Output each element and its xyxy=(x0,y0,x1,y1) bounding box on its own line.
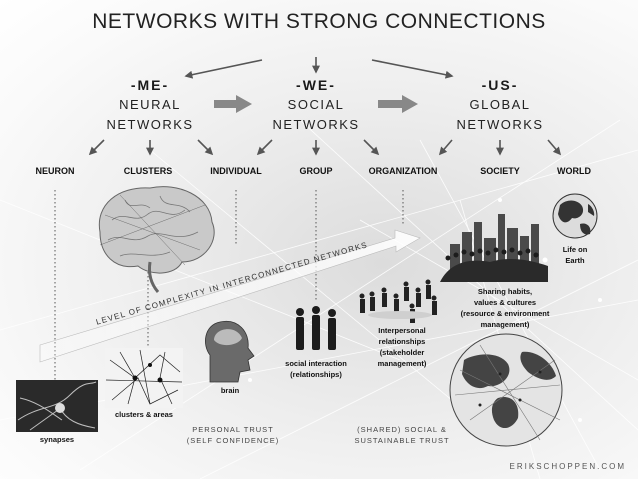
caption-brain: brain xyxy=(220,386,240,395)
caption-synapses: synapses xyxy=(39,435,75,444)
group-social-line2: NETWORKS xyxy=(272,117,360,132)
brain-icon xyxy=(98,186,215,293)
caption-sharing-2: values & cultures xyxy=(473,298,537,307)
background-network-lines xyxy=(0,119,638,479)
group-neural-head: -ME- xyxy=(130,77,170,93)
world-globe-icon xyxy=(552,193,598,239)
group-neural-line2: NETWORKS xyxy=(106,117,194,132)
group-social-head: -WE- xyxy=(296,77,336,93)
caption-sharing-4: management) xyxy=(480,320,530,329)
level-individual: INDIVIDUAL xyxy=(210,166,262,176)
top-arrows xyxy=(184,57,454,79)
caption-clusters-areas: clusters & areas xyxy=(115,410,173,419)
level-arrows xyxy=(88,139,562,156)
group-social-line1: SOCIAL xyxy=(287,97,345,112)
arrow-to-global xyxy=(371,59,454,79)
caption-social-2: (relationships) xyxy=(290,370,342,379)
trust-shared-1: (SHARED) SOCIAL & xyxy=(357,425,447,434)
head-profile-icon xyxy=(205,320,255,383)
globe-icon xyxy=(449,333,563,447)
organization-people-icon xyxy=(359,279,437,323)
page-title: NETWORKS WITH STRONG CONNECTIONS xyxy=(92,10,546,33)
caption-interpersonal-2: relationships xyxy=(378,337,426,346)
level-clusters: CLUSTERS xyxy=(123,166,173,176)
group-global-line1: GLOBAL xyxy=(469,97,531,112)
background-network-nodes xyxy=(248,198,602,422)
people-group-icon xyxy=(296,306,336,350)
level-group: GROUP xyxy=(299,166,333,176)
caption-interpersonal-1: Interpersonal xyxy=(378,326,426,335)
level-neuron: NEURON xyxy=(35,166,75,176)
level-society: SOCIETY xyxy=(480,166,520,176)
complexity-ribbon xyxy=(39,229,421,363)
arrow-to-neural xyxy=(184,59,263,79)
caption-social-1: social interaction xyxy=(285,359,347,368)
trust-personal-1: PERSONAL TRUST xyxy=(192,425,274,434)
arrow-social-to-global xyxy=(378,95,418,113)
neurons-icon xyxy=(105,348,183,408)
group-neural-line1: NEURAL xyxy=(119,97,181,112)
caption-life-1: Life on xyxy=(562,245,588,254)
caption-interpersonal-3: (stakeholder xyxy=(379,348,425,357)
level-organization: ORGANIZATION xyxy=(368,166,438,176)
caption-life-2: Earth xyxy=(565,256,585,265)
group-global-head: -US- xyxy=(481,77,519,93)
caption-sharing-3: (resource & environment xyxy=(460,309,550,318)
arrow-neural-to-social xyxy=(214,95,252,113)
site-credit: ERIKSCHOPPEN.COM xyxy=(509,462,626,471)
caption-interpersonal-4: management) xyxy=(377,359,427,368)
caption-sharing-1: Sharing habits, xyxy=(477,287,533,296)
group-global-line2: NETWORKS xyxy=(456,117,544,132)
synapse-icon xyxy=(16,380,98,432)
level-world: WORLD xyxy=(557,166,591,176)
trust-personal-2: (SELF CONFIDENCE) xyxy=(186,436,280,445)
city-skyline-icon xyxy=(440,214,548,282)
trust-shared-2: SUSTAINABLE TRUST xyxy=(354,436,450,445)
group-progress-arrows xyxy=(214,95,418,113)
